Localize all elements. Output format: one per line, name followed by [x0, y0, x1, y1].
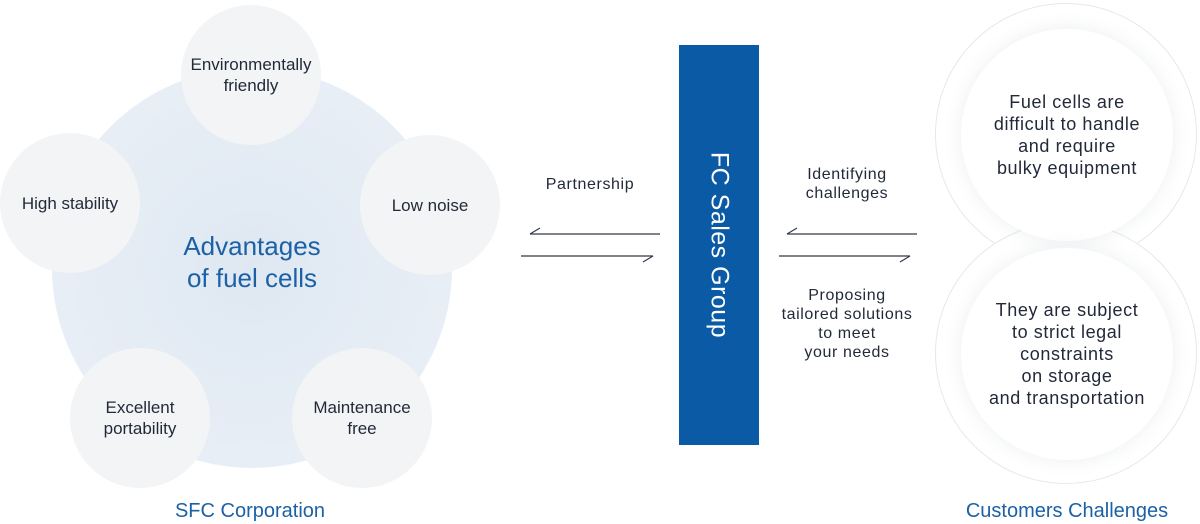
partnership-label: Partnership	[545, 176, 635, 193]
fc-sales-group-label: FC Sales Group	[705, 151, 734, 339]
advantage-excellent-portability: Excellent portability	[70, 348, 210, 488]
customers-caption: Customers Challenges	[965, 500, 1169, 522]
advantage-environmentally-friendly: Environmentally friendly	[181, 5, 321, 145]
fc-sales-group-bar: FC Sales Group	[679, 45, 759, 445]
identifying-challenges-label: Identifying challenges	[805, 166, 889, 202]
advantage-maintenance-free: Maintenance free	[292, 348, 432, 488]
sfc-caption: SFC Corporation	[174, 500, 326, 522]
advantage-low-noise: Low noise	[360, 135, 500, 275]
arrow-right-partnership	[521, 255, 654, 263]
arrow-left-identifying	[786, 227, 917, 235]
arrow-right-proposing	[779, 255, 911, 263]
advantages-title: Advantages of fuel cells	[183, 231, 321, 293]
customer-challenge-legal: They are subject to strict legal constra…	[961, 248, 1173, 460]
proposing-solutions-label: Proposing tailored solutions to meet you…	[781, 287, 913, 361]
advantage-high-stability: High stability	[0, 133, 140, 273]
customer-challenge-handling: Fuel cells are difficult to handle and r…	[961, 29, 1173, 241]
arrow-left-partnership	[529, 227, 660, 235]
